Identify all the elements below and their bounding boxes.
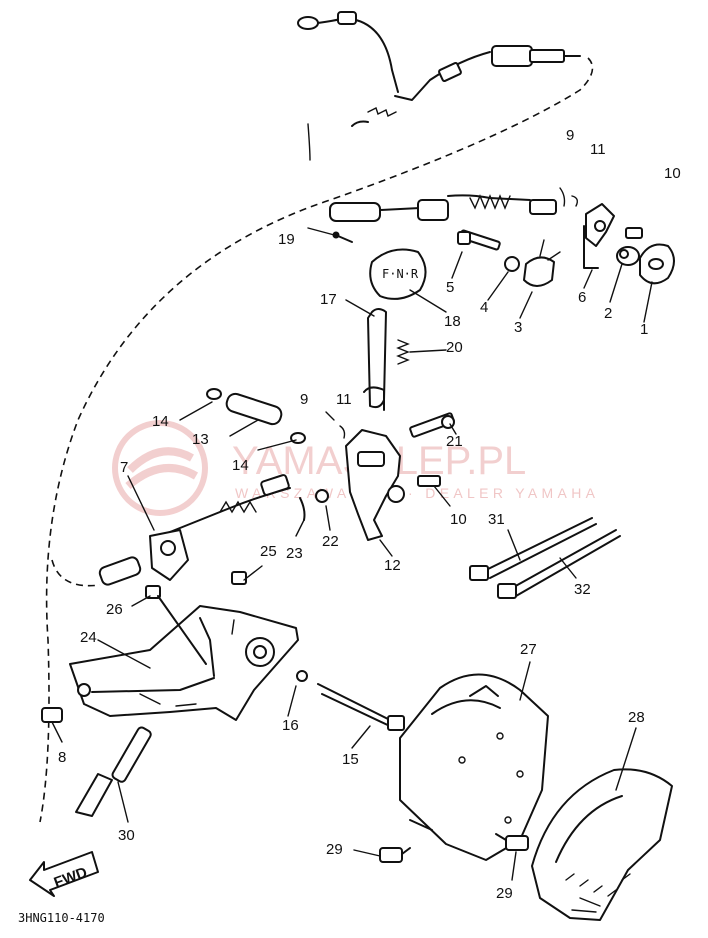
part-label: 8 [58, 749, 66, 766]
part-label: 15 [342, 751, 359, 768]
part-label: 13 [192, 431, 209, 448]
part-label: 23 [286, 545, 303, 562]
part-label: 14 [232, 457, 249, 474]
part-labels: 1 2 3 4 5 6 7 8 9 9 10 10 11 11 12 13 14… [58, 127, 681, 902]
part-label: 12 [384, 557, 401, 574]
leader-lines [51, 123, 653, 881]
part-label: 19 [278, 231, 295, 248]
shift-cable-lower [98, 388, 329, 586]
right-bracket-parts [457, 187, 675, 287]
mounting-bracket [41, 571, 299, 723]
part-label: 25 [260, 543, 277, 560]
part-label: 9 [300, 391, 308, 408]
part-label: 18 [444, 313, 461, 330]
knob-marking: F·N·R [382, 267, 419, 281]
part-label: 1 [640, 321, 648, 338]
lower-cable-end [75, 726, 152, 817]
shift-cable-upper [329, 194, 557, 222]
long-bolt [296, 670, 405, 731]
part-label: 14 [152, 413, 169, 430]
part-label: 20 [446, 339, 463, 356]
part-label: 26 [106, 601, 123, 618]
shift-lever-body [325, 411, 455, 541]
fwd-arrow-badge: FWD [29, 851, 99, 897]
part-label: 28 [628, 709, 645, 726]
watermark-logo-icon [112, 420, 208, 516]
cable-routing-dashed [39, 57, 594, 823]
part-label: 2 [604, 305, 612, 322]
part-label: 10 [450, 511, 467, 528]
cover-bolts [379, 833, 529, 863]
part-label: 6 [578, 289, 586, 306]
part-label: 7 [120, 459, 128, 476]
shift-knob: F·N·R [332, 231, 427, 300]
part-label: 29 [496, 885, 513, 902]
part-label: 16 [282, 717, 299, 734]
part-label: 17 [320, 291, 337, 308]
part-label: 21 [446, 433, 463, 450]
part-label: 22 [322, 533, 339, 550]
part-label: 31 [488, 511, 505, 528]
part-label: 11 [336, 391, 352, 408]
part-label: 10 [664, 165, 681, 182]
diagram-code: 3HNG110-4170 [18, 911, 105, 925]
part-label: 9 [566, 127, 574, 144]
part-label: 24 [80, 629, 97, 646]
part-label: 11 [590, 141, 606, 158]
cover-plate [399, 673, 549, 861]
part-label: 3 [514, 319, 522, 336]
part-label: 30 [118, 827, 135, 844]
shift-lever [363, 308, 410, 411]
cable-ties [469, 517, 621, 599]
part-label: 4 [480, 299, 488, 316]
part-label: 5 [446, 279, 454, 296]
part-label: 32 [574, 581, 591, 598]
part-label: 27 [520, 641, 537, 658]
arrow-icon [29, 851, 99, 897]
cable-routing-dashed-lower [51, 559, 101, 587]
side-cover [531, 768, 673, 921]
part-label: 29 [326, 841, 343, 858]
upper-cable-assembly [297, 11, 581, 127]
